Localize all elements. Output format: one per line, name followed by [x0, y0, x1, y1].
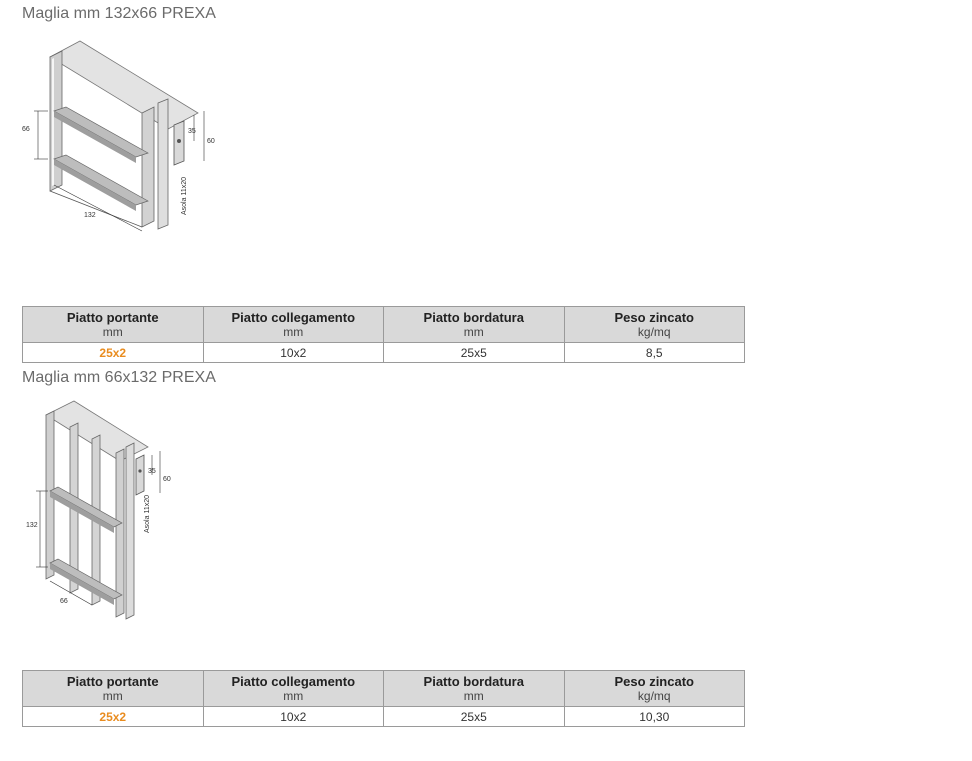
dim-total: 60 [163, 476, 171, 483]
grating-drawing-132x66: 66 132 35 60 Asola 11x20 [22, 40, 215, 232]
cell-peso-zincato: 10,30 [563, 706, 745, 727]
grating-drawing-66x132: 132 66 35 60 Asola 11x20 [26, 400, 171, 620]
dim-height: 132 [26, 522, 38, 529]
dim-slot: 35 [188, 128, 196, 135]
cell-peso-zincato: 8,5 [563, 342, 745, 363]
table-row: 25x2 10x2 25x5 10,30 [22, 706, 745, 727]
table-row: 25x2 10x2 25x5 8,5 [22, 342, 745, 363]
dim-height: 66 [22, 126, 30, 133]
cell-piatto-portante: 25x2 [22, 706, 204, 727]
cell-piatto-portante: 25x2 [22, 342, 204, 363]
cell-piatto-collegamento: 10x2 [202, 342, 384, 363]
cell-piatto-collegamento: 10x2 [202, 706, 384, 727]
cell-piatto-bordatura: 25x5 [383, 706, 565, 727]
slot-label: Asola 11x20 [144, 495, 151, 533]
slot-label: Asola 11x20 [181, 177, 188, 215]
dim-width: 132 [84, 212, 96, 219]
cell-piatto-bordatura: 25x5 [383, 342, 565, 363]
dim-slot: 35 [148, 468, 156, 475]
section-title-66x132: Maglia mm 66x132 PREXA [22, 369, 216, 386]
dim-total: 60 [207, 138, 215, 145]
dim-width: 66 [60, 598, 68, 605]
section-title-132x66: Maglia mm 132x66 PREXA [22, 5, 216, 22]
